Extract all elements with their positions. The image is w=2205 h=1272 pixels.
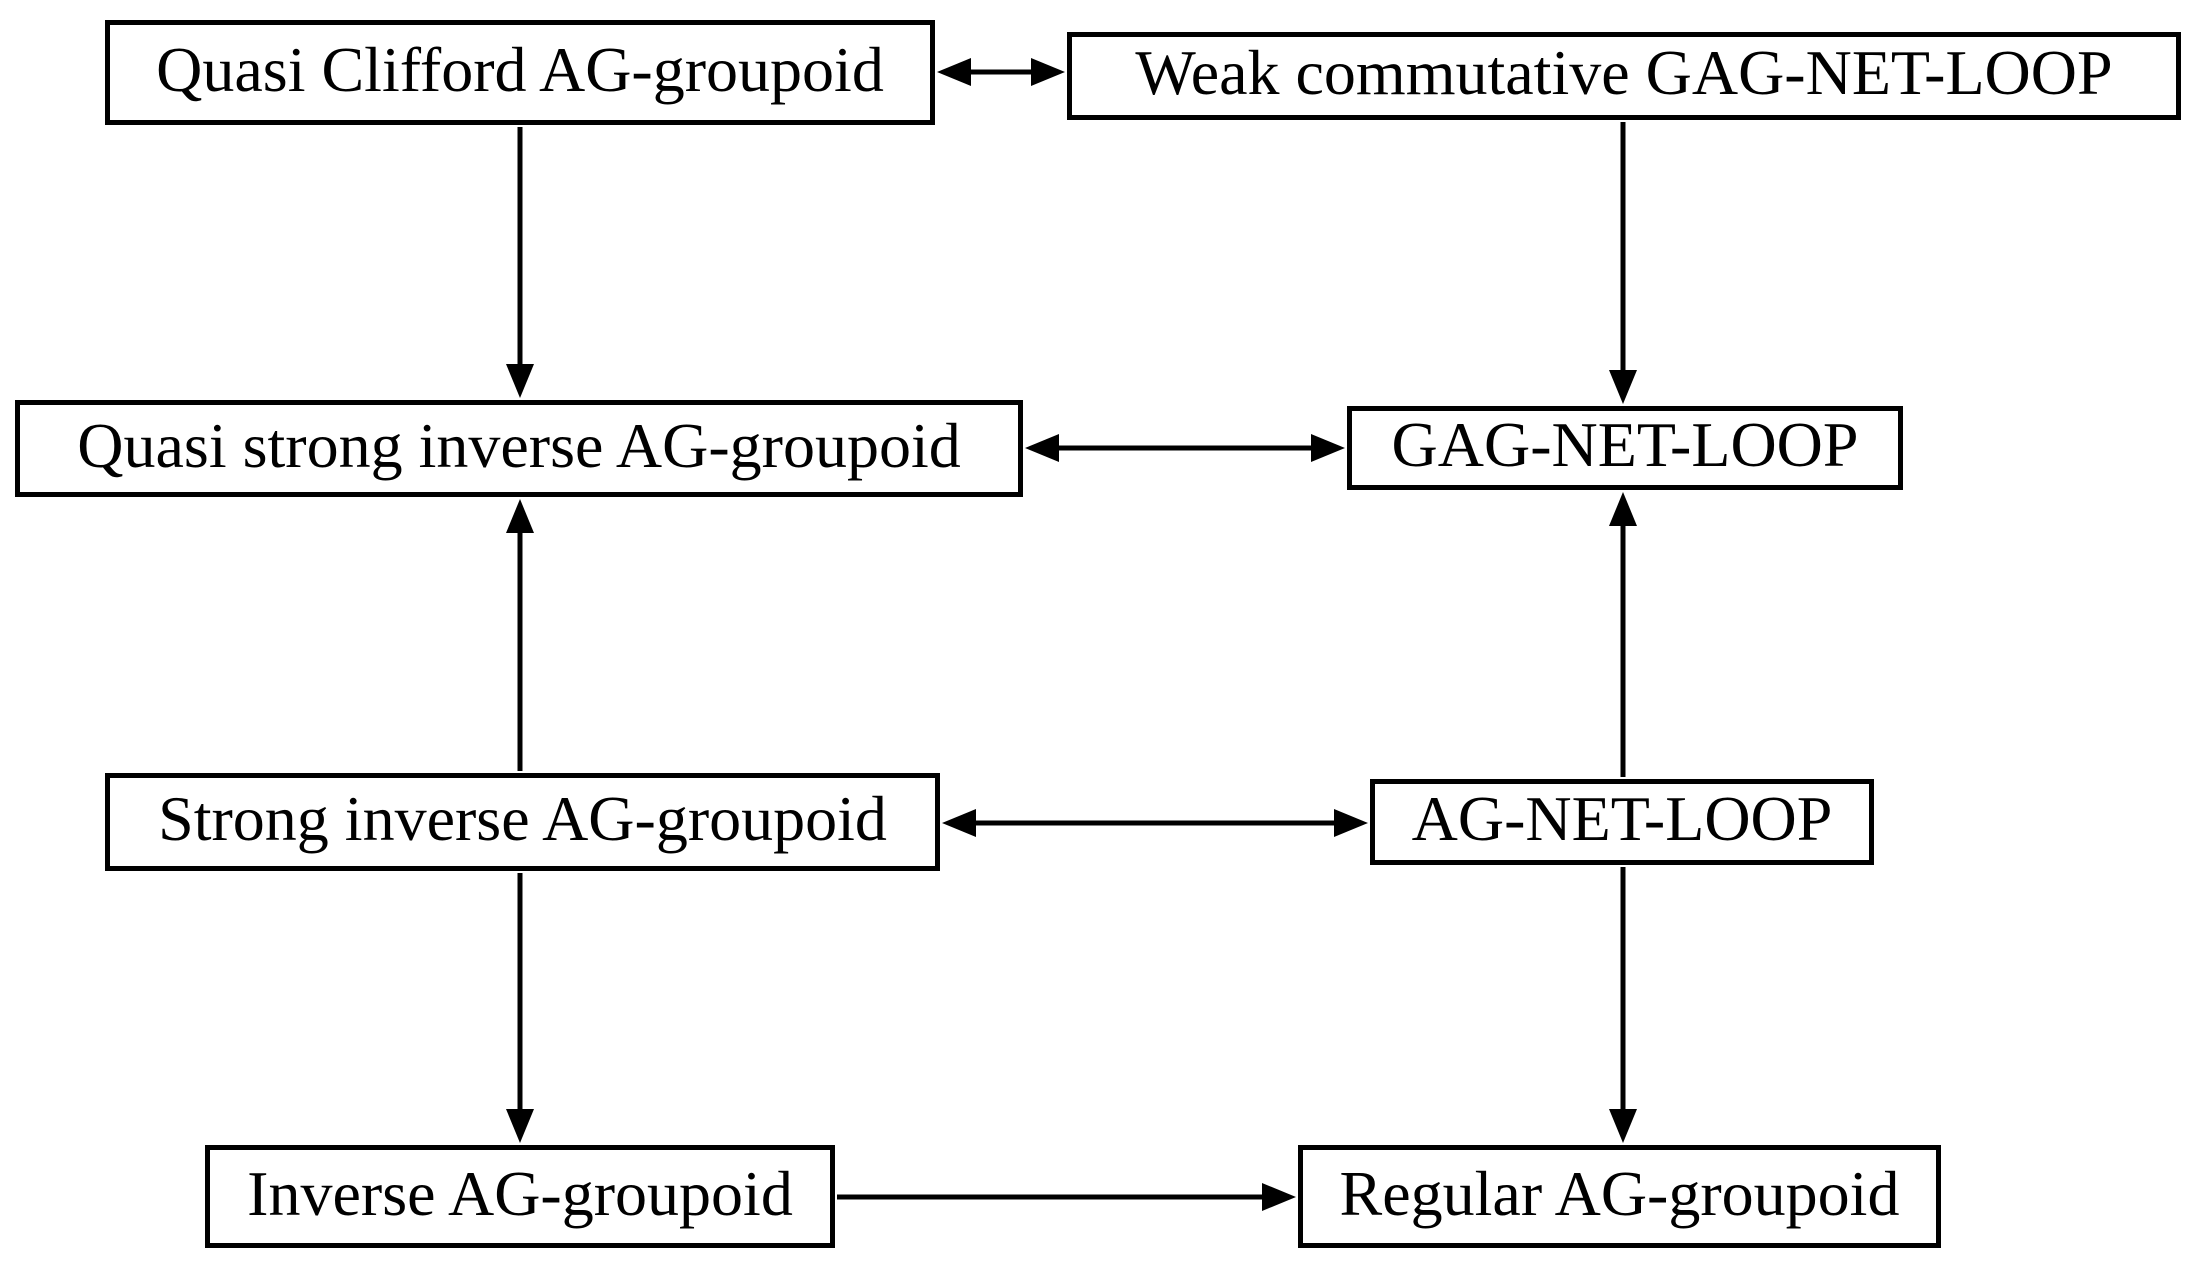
node-label: Weak commutative GAG-NET-LOOP bbox=[1135, 37, 2113, 108]
edge-ag-net-loop--gag-net-loop bbox=[1609, 492, 1637, 777]
arrowhead bbox=[1311, 434, 1345, 462]
node-label: Regular AG-groupoid bbox=[1339, 1157, 1900, 1229]
node-quasi-strong-inverse-ag-groupoid: Quasi strong inverse AG-groupoid bbox=[15, 400, 1023, 497]
node-regular-ag-groupoid: Regular AG-groupoid bbox=[1298, 1145, 1941, 1248]
arrowhead bbox=[1262, 1183, 1296, 1211]
arrowhead bbox=[506, 499, 534, 533]
node-gag-net-loop: GAG-NET-LOOP bbox=[1347, 406, 1903, 490]
arrowhead bbox=[1609, 370, 1637, 404]
node-label: Quasi strong inverse AG-groupoid bbox=[77, 409, 961, 481]
node-weak-commutative-gag-net-loop: Weak commutative GAG-NET-LOOP bbox=[1067, 32, 2181, 120]
arrowhead bbox=[942, 809, 976, 837]
arrowhead bbox=[937, 58, 971, 86]
edge-quasi-strong-inverse-ag-groupoid--gag-net-loop bbox=[1025, 434, 1345, 462]
arrowhead bbox=[506, 364, 534, 398]
node-label: Inverse AG-groupoid bbox=[247, 1157, 793, 1229]
arrowhead bbox=[506, 1109, 534, 1143]
node-label: AG-NET-LOOP bbox=[1411, 783, 1833, 854]
node-label: Quasi Clifford AG-groupoid bbox=[156, 33, 884, 105]
node-label: GAG-NET-LOOP bbox=[1391, 409, 1859, 480]
edge-inverse-ag-groupoid--regular-ag-groupoid bbox=[837, 1183, 1296, 1211]
edge-quasi-clifford-ag-groupoid--quasi-strong-inverse-ag-groupoid bbox=[506, 127, 534, 398]
arrowhead bbox=[1031, 58, 1065, 86]
edge-strong-inverse-ag-groupoid--ag-net-loop bbox=[942, 809, 1368, 837]
arrowhead bbox=[1609, 492, 1637, 526]
arrowhead bbox=[1334, 809, 1368, 837]
node-strong-inverse-ag-groupoid: Strong inverse AG-groupoid bbox=[105, 773, 940, 871]
node-quasi-clifford-ag-groupoid: Quasi Clifford AG-groupoid bbox=[105, 20, 935, 125]
node-inverse-ag-groupoid: Inverse AG-groupoid bbox=[205, 1145, 835, 1248]
arrowhead bbox=[1025, 434, 1059, 462]
edge-weak-commutative-gag-net-loop--gag-net-loop bbox=[1609, 122, 1637, 404]
node-label: Strong inverse AG-groupoid bbox=[158, 783, 887, 854]
edge-ag-net-loop--regular-ag-groupoid bbox=[1609, 867, 1637, 1143]
arrowhead bbox=[1609, 1109, 1637, 1143]
edge-quasi-clifford-ag-groupoid--weak-commutative-gag-net-loop bbox=[937, 58, 1065, 86]
edge-strong-inverse-ag-groupoid--quasi-strong-inverse-ag-groupoid bbox=[506, 499, 534, 771]
node-ag-net-loop: AG-NET-LOOP bbox=[1370, 779, 1874, 865]
edge-strong-inverse-ag-groupoid--inverse-ag-groupoid bbox=[506, 873, 534, 1143]
